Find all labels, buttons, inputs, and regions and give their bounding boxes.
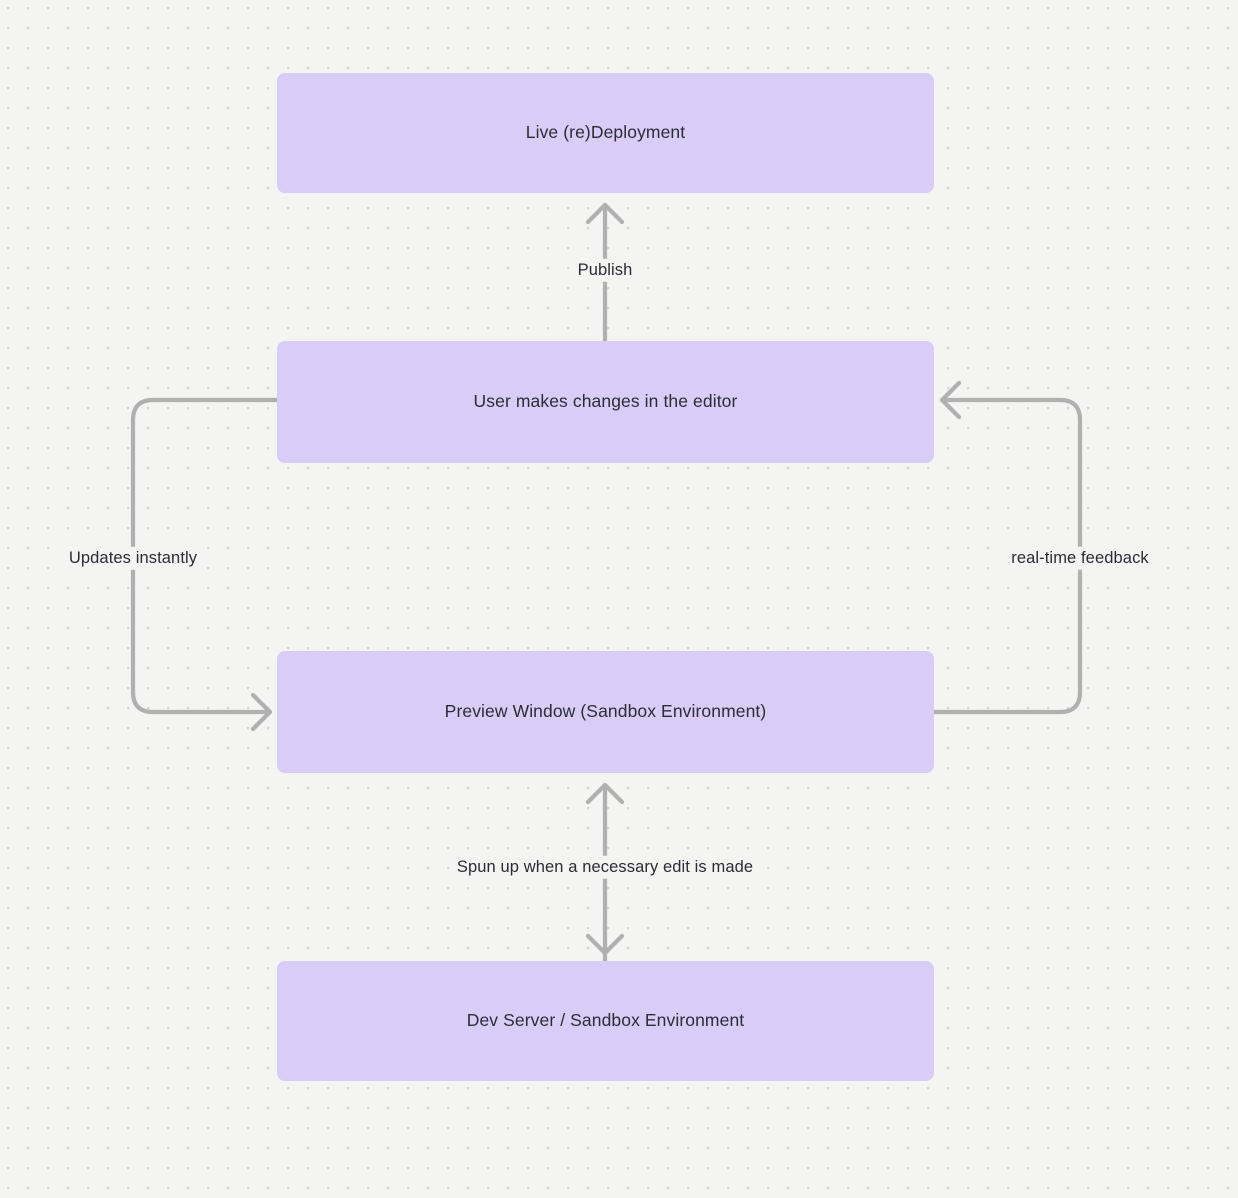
edge-updates-instantly-arrowhead-icon	[250, 692, 273, 732]
node-preview-window[interactable]: Preview Window (Sandbox Environment)	[277, 651, 934, 773]
node-user-edits-label: User makes changes in the editor	[473, 391, 738, 412]
node-preview-window-label: Preview Window (Sandbox Environment)	[444, 701, 767, 722]
edge-label-real-time-feedback: real-time feedback	[1004, 546, 1156, 570]
edge-publish-arrowhead-icon	[585, 202, 625, 225]
node-live-deployment[interactable]: Live (re)Deployment	[277, 73, 934, 193]
edge-real-time-feedback-arrowhead-icon	[939, 380, 962, 420]
edge-label-publish: Publish	[570, 258, 640, 282]
edge-spun-up-arrowhead-down-icon	[585, 933, 625, 956]
node-live-deployment-label: Live (re)Deployment	[525, 122, 686, 143]
node-dev-server-label: Dev Server / Sandbox Environment	[466, 1010, 745, 1031]
node-user-edits[interactable]: User makes changes in the editor	[277, 341, 934, 463]
edge-label-spun-up: Spun up when a necessary edit is made	[449, 855, 761, 879]
edge-spun-up-arrowhead-up-icon	[585, 782, 625, 805]
edge-label-updates-instantly: Updates instantly	[61, 546, 205, 570]
node-dev-server[interactable]: Dev Server / Sandbox Environment	[277, 961, 934, 1081]
